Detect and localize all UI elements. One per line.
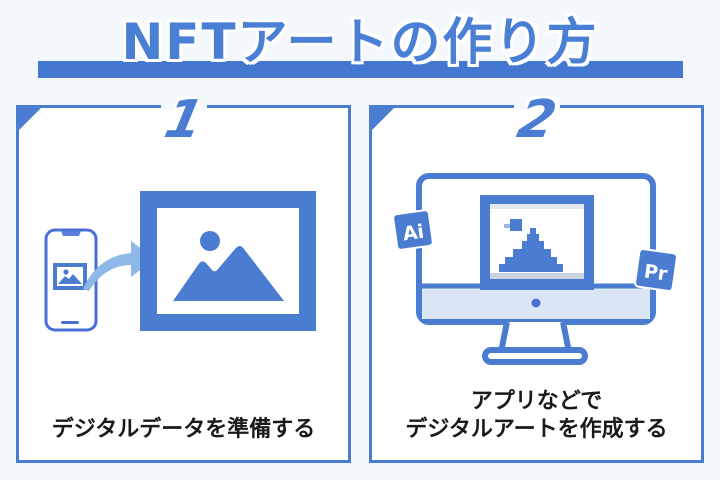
pixel-art-image-icon [480, 195, 594, 290]
step-1-panel: 1 デジタルデータを準備する [16, 90, 351, 463]
caption-line-1: アプリなどで [470, 389, 603, 414]
step-caption: アプリなどで デジタルアートを作成する [372, 388, 701, 444]
svg-text:Pr: Pr [643, 260, 670, 285]
monitor-icon [416, 173, 656, 365]
premiere-badge-icon: Pr [634, 248, 678, 292]
title-underline-bar [38, 61, 683, 78]
step-caption: デジタルデータを準備する [51, 417, 316, 442]
caption-line-2: デジタルアートを作成する [405, 417, 668, 442]
arrow-icon [83, 241, 155, 291]
number-gap [160, 104, 207, 110]
illustrator-badge-icon: Ai [392, 209, 434, 251]
corner-accent [372, 108, 394, 130]
svg-text:Ai: Ai [401, 221, 425, 246]
smartphone-icon [44, 228, 98, 332]
image-icon [53, 263, 87, 290]
large-image-frame-icon [140, 191, 316, 331]
step-2-panel: 2 Ai Pr [369, 90, 704, 463]
corner-accent [19, 108, 41, 130]
step-number: 2 [512, 90, 561, 150]
page-title: NFTアートの作り方 [121, 13, 599, 71]
title-banner: NFTアートの作り方 [0, 0, 720, 90]
step-number: 1 [159, 90, 208, 150]
number-gap [513, 104, 560, 110]
